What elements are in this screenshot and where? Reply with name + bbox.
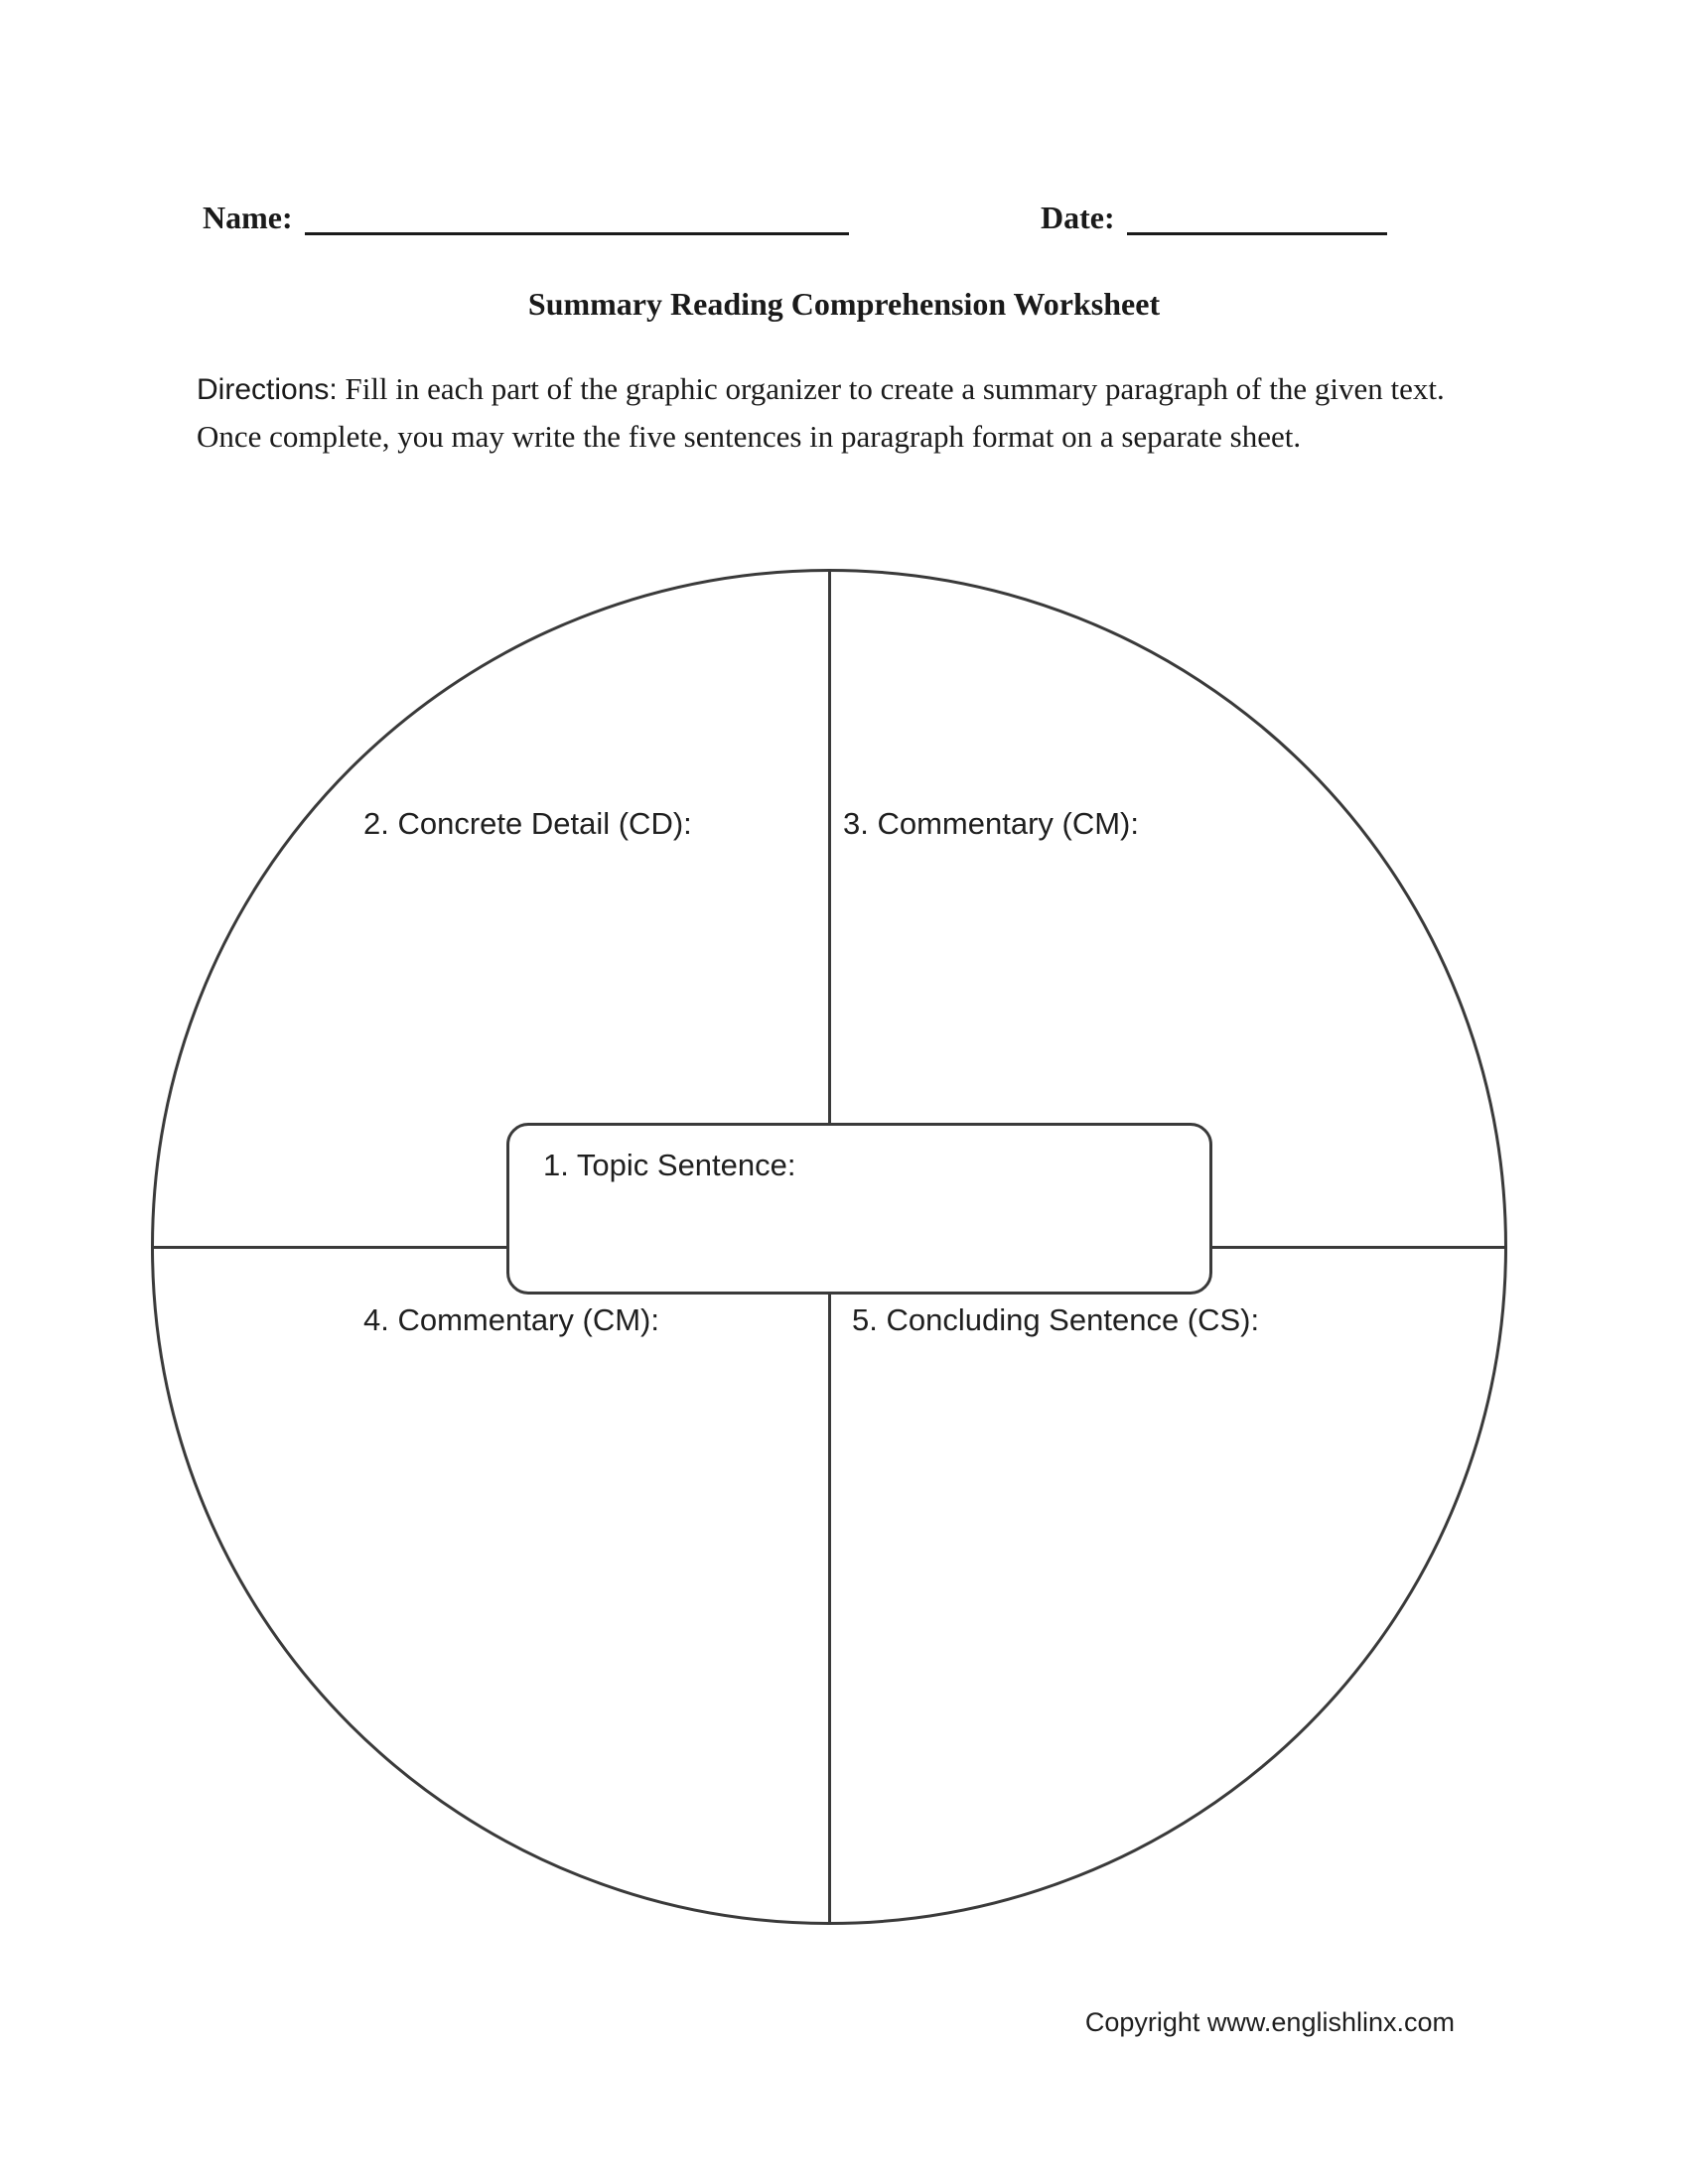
page-title: Summary Reading Comprehension Worksheet <box>527 286 1161 322</box>
directions-text: Fill in each part of the graphic organiz… <box>197 371 1445 454</box>
date-field-group: Date: <box>1041 199 1387 235</box>
directions-paragraph: Directions: Fill in each part of the gra… <box>197 365 1502 460</box>
name-blank-line <box>304 199 849 235</box>
name-field-group: Name: <box>203 199 849 235</box>
quadrant-label-concluding-sentence: 5. Concluding Sentence (CS): <box>852 1302 1260 1337</box>
quadrant-label-commentary-3: 3. Commentary (CM): <box>843 806 1139 841</box>
header-row: Name: Date: <box>203 199 1485 248</box>
quadrant-label-commentary-4: 4. Commentary (CM): <box>363 1302 659 1337</box>
copyright-text: Copyright www.englishlinx.com <box>1084 2007 1455 2037</box>
topic-sentence-label: 1. Topic Sentence: <box>543 1148 796 1182</box>
topic-sentence-box: 1. Topic Sentence: <box>506 1123 1212 1295</box>
quadrant-label-concrete-detail: 2. Concrete Detail (CD): <box>363 806 692 841</box>
directions-label: Directions: <box>197 373 338 406</box>
date-label: Date: <box>1041 199 1115 235</box>
date-blank-line <box>1126 199 1387 235</box>
name-label: Name: <box>203 199 293 235</box>
